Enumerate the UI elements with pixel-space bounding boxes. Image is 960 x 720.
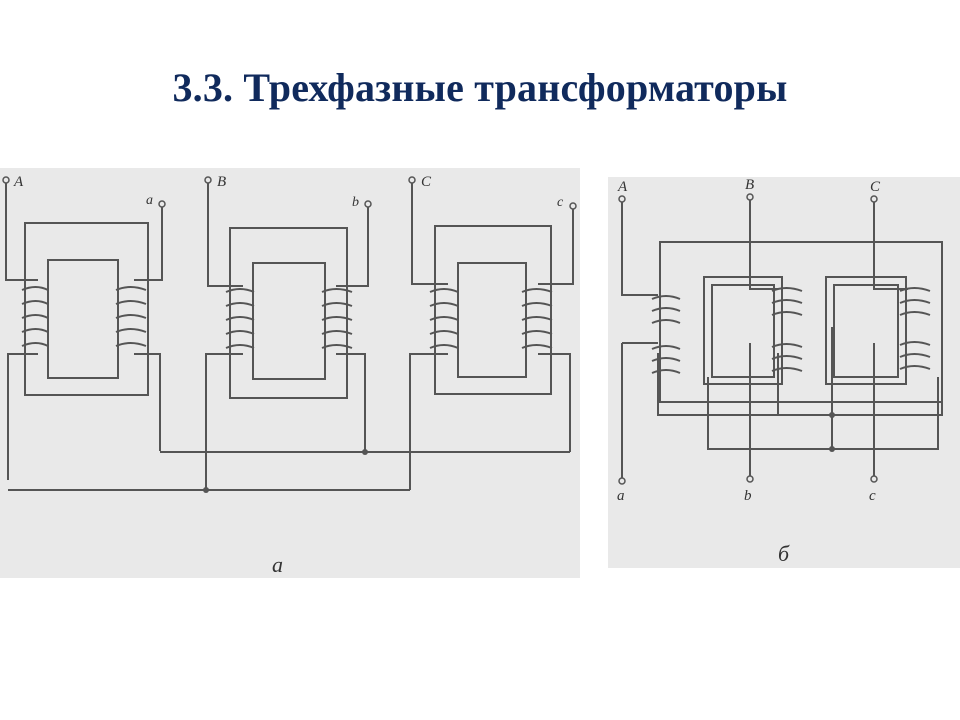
junction-primary <box>203 487 209 493</box>
core-outer-1 <box>24 222 149 396</box>
lead-C <box>411 182 448 285</box>
label-C: C <box>421 174 432 190</box>
terminal-A <box>2 176 10 184</box>
lead-y <box>336 353 366 452</box>
core-outer-2 <box>229 227 348 399</box>
label-c: c <box>557 195 564 210</box>
label-c-b: c <box>869 488 876 504</box>
caption-b: б <box>778 541 790 566</box>
coils-3 <box>429 288 553 349</box>
primary-star <box>657 353 943 416</box>
terminal-C-b <box>870 195 878 203</box>
lead-A-b <box>621 201 658 296</box>
junction-primary-b <box>829 412 835 418</box>
label-C-b: C <box>870 179 881 195</box>
terminal-a-b <box>618 477 626 485</box>
label-B: B <box>217 174 226 190</box>
lead-A <box>5 182 38 281</box>
junction-secondary <box>362 449 368 455</box>
core-window-1 <box>703 276 783 385</box>
coils-1 <box>21 286 147 347</box>
label-a-b: a <box>617 488 625 504</box>
lead-z <box>538 353 571 452</box>
limb-inner-1 <box>711 284 775 378</box>
core-outer-b <box>659 241 943 403</box>
lead-Z <box>409 353 448 490</box>
core-window-2 <box>825 276 907 385</box>
core-outer-3 <box>434 225 552 395</box>
lead-C-b <box>873 201 908 290</box>
terminal-B <box>204 176 212 184</box>
label-A: A <box>13 174 24 190</box>
lead-b <box>336 206 369 287</box>
label-A-b: A <box>617 179 628 195</box>
lead-B-b <box>749 199 778 290</box>
junction-secondary-b <box>829 446 835 452</box>
figure-a-three-single-phase-transformers: A B C a b c а <box>0 168 580 578</box>
terminal-b-b <box>746 475 754 483</box>
figure-a-diagram: A B C a b c а <box>0 168 580 578</box>
terminal-a <box>158 200 166 208</box>
lead-X <box>7 353 38 480</box>
slide-title: 3.3. Трехфазные трансформаторы <box>172 65 788 110</box>
terminal-C <box>408 176 416 184</box>
figure-b-three-phase-core-transformer: A B C a b c б <box>608 177 960 568</box>
label-b: b <box>352 195 359 210</box>
figure-b-diagram: A B C a b c б <box>608 177 960 568</box>
lead-a <box>134 206 163 281</box>
label-B-b: B <box>745 177 754 193</box>
secondary-star <box>707 377 939 450</box>
limb-inner-2 <box>833 284 899 378</box>
caption-a: а <box>272 552 283 577</box>
lead-c <box>538 208 574 285</box>
lead-x <box>134 353 161 451</box>
coils-b <box>651 287 931 374</box>
terminal-B-b <box>746 193 754 201</box>
terminal-A-b <box>618 195 626 203</box>
terminal-b <box>364 200 372 208</box>
terminal-c <box>569 202 577 210</box>
label-a: a <box>146 193 153 208</box>
coils-2 <box>225 288 353 349</box>
label-b-b: b <box>744 488 752 504</box>
terminal-c-b <box>870 475 878 483</box>
core-inner-1 <box>47 259 119 379</box>
lead-Y <box>205 353 243 490</box>
lead-B <box>207 182 243 287</box>
core-inner-2 <box>252 262 326 380</box>
figure-a-background <box>0 168 580 578</box>
